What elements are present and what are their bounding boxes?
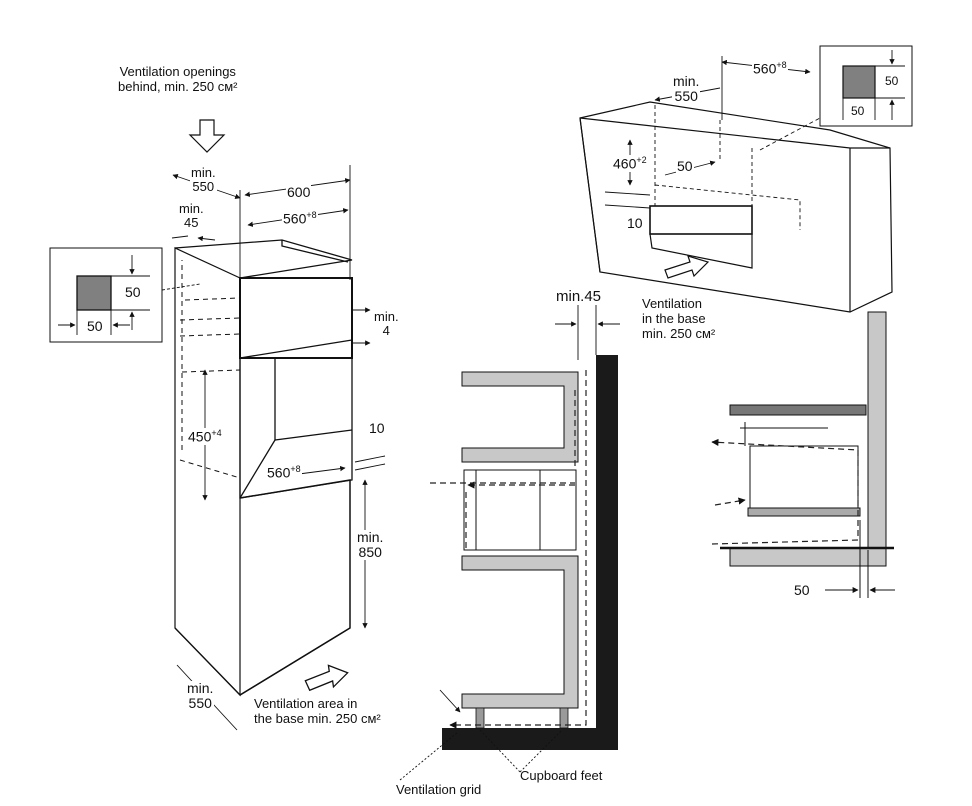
inset-left-50-right: 50 (124, 284, 142, 300)
dim-right-560-sup: +8 (776, 60, 787, 70)
vent-area-base-line1: Ventilation area in (254, 696, 358, 711)
section-drawing (399, 300, 620, 781)
dim-min4-line1: min. (374, 309, 399, 324)
dim-min4: min. 4 (373, 310, 400, 338)
vent-openings-line1: Ventilation openings (119, 64, 236, 79)
vent-in-base-line1: Ventilation (642, 296, 702, 311)
dim-right-560-value: 560 (753, 60, 777, 77)
detail-drawing (711, 311, 895, 598)
dim-560-top-sup: +8 (306, 210, 317, 220)
vent-in-base-label: Ventilation in the base min. 250 см² (642, 296, 715, 341)
wall-black (596, 355, 618, 750)
dim-450: 450+4 (187, 428, 223, 445)
dim-right-50: 50 (676, 158, 694, 174)
ventilation-base-arrow (304, 664, 349, 692)
dim-560-niche-value: 560 (267, 464, 291, 481)
dim-min550-bottom-line1: min. (187, 680, 214, 696)
dim-min850-line1: min. (357, 529, 384, 545)
dim-min850-line2: 850 (358, 544, 382, 560)
vent-area-base-line2: the base min. 250 см² (254, 711, 381, 726)
vent-in-base-line3: min. 250 см² (642, 326, 716, 341)
dim-min550-top-line2: 550 (192, 179, 215, 194)
floor-black (442, 728, 618, 750)
dim-450-sup: +4 (211, 428, 222, 438)
dim-right-560: 560+8 (752, 60, 788, 77)
inset-right-50-bottom: 50 (850, 104, 866, 118)
dim-min850: min. 850 (356, 529, 385, 560)
cupboard-feet-label: Cupboard feet (520, 768, 603, 783)
ventilation-grid-label: Ventilation grid (396, 782, 482, 797)
dim-10-left: 10 (368, 420, 386, 436)
dim-560-top: 560+8 (282, 210, 318, 227)
dim-min550-top-line1: min. (191, 165, 216, 180)
dim-min550-top: min. 550 (190, 166, 217, 194)
vent-openings-label: Ventilation openings behind, min. 250 см… (118, 64, 238, 94)
dim-min4-line2: 4 (382, 323, 390, 338)
dim-min550-bottom: min. 550 (186, 680, 215, 711)
dim-section-50: 50 (793, 582, 811, 598)
vent-area-base-label: Ventilation area in the base min. 250 см… (254, 696, 381, 726)
lower-shelf (461, 555, 579, 709)
dim-560-niche-sup: +8 (290, 464, 301, 474)
inset-box-left (49, 247, 163, 343)
inset-swatch-right (842, 65, 876, 99)
dim-right-460: 460+2 (612, 155, 648, 172)
dim-right-10: 10 (626, 215, 644, 231)
inset-swatch-left (76, 275, 112, 311)
vent-in-base-line2: in the base (642, 311, 706, 326)
dim-450-value: 450 (188, 428, 212, 445)
dim-section-min45: min.45 (555, 288, 603, 305)
tall-cabinet-drawing (49, 119, 386, 731)
dim-560-top-value: 560 (283, 210, 307, 227)
ventilation-down-arrow (188, 119, 226, 153)
inset-left-50-bottom: 50 (86, 318, 104, 334)
dim-600: 600 (286, 184, 312, 200)
dim-right-min550-line2: 550 (674, 88, 698, 104)
dim-min45-line1: min. (179, 201, 204, 216)
upper-shelf (461, 371, 579, 463)
dim-right-460-value: 460 (613, 155, 637, 172)
dim-right-460-sup: +2 (636, 155, 647, 165)
dim-560-niche: 560+8 (266, 464, 302, 481)
dim-right-min550-line1: min. (673, 73, 700, 89)
drawer-cabinet-drawing (579, 45, 913, 313)
dim-min45-line2: 45 (184, 215, 199, 230)
dim-min45: min. 45 (178, 202, 205, 230)
inset-box-right (819, 45, 913, 127)
inset-right-50-right: 50 (884, 74, 900, 88)
vent-openings-line2: behind, min. 250 см² (118, 79, 238, 94)
dim-min550-bottom-line2: 550 (188, 695, 212, 711)
ventilation-drawer-arrow (664, 255, 710, 279)
dim-right-min550: min. 550 (672, 73, 701, 104)
